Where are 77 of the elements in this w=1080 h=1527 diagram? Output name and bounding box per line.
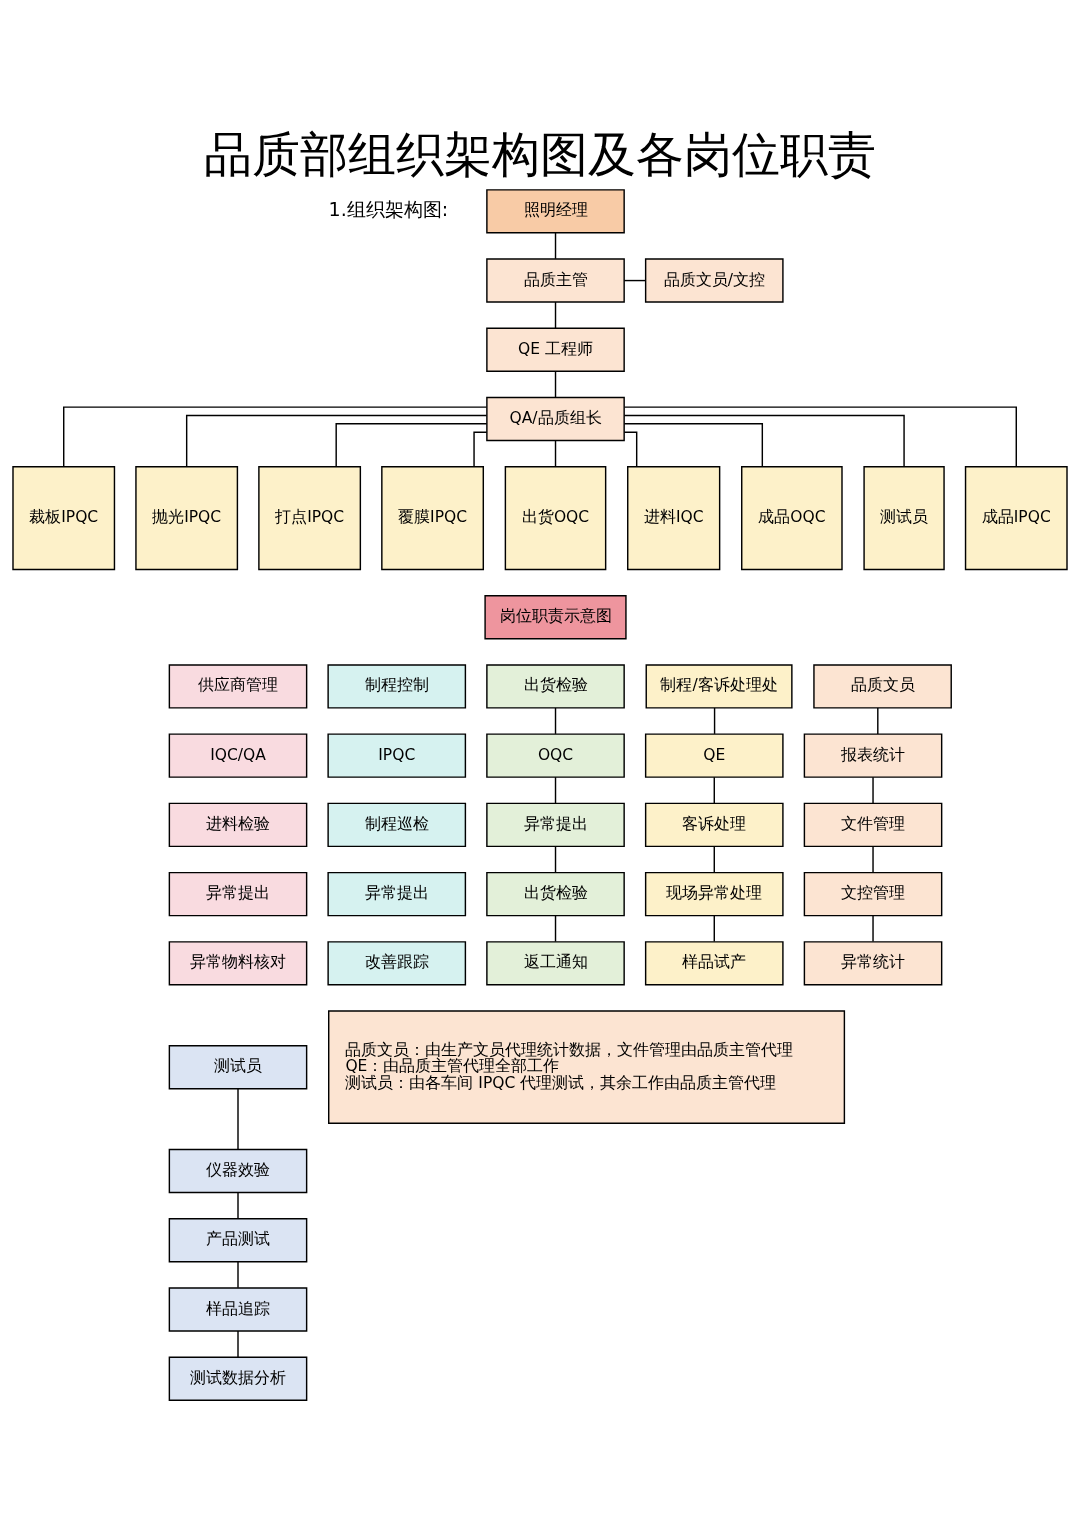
connector bbox=[713, 706, 716, 735]
connector bbox=[713, 845, 715, 873]
node-box: 异常物料核对 bbox=[168, 940, 308, 986]
node-box: 样品追踪 bbox=[168, 1286, 308, 1332]
node-box: 品质主管 bbox=[486, 257, 625, 303]
node-box: 客诉处理 bbox=[644, 802, 784, 847]
node-box: 照明经理 bbox=[486, 188, 625, 234]
label: 1.组织架构图: bbox=[328, 197, 449, 221]
node-box: 覆膜IPQC bbox=[381, 465, 484, 570]
node-box: QA/品质组长 bbox=[486, 396, 625, 441]
connector bbox=[872, 775, 874, 804]
connector bbox=[63, 405, 488, 467]
node-box: 报表统计 bbox=[803, 732, 943, 778]
node-box: 品质文员：由生产文员代理统计数据，文件管理由品质主管代理 QE：由品质主管代理全部工作 测试员：由各车间 IPQC 代理测试，其余工作由品质主管代理 bbox=[328, 1009, 846, 1124]
node-box: 样品试产 bbox=[644, 940, 784, 986]
node-box: 返工通知 bbox=[486, 940, 625, 986]
node-box: 文控管理 bbox=[803, 871, 943, 916]
node-box: 制程巡检 bbox=[327, 802, 467, 847]
connector bbox=[554, 914, 557, 942]
node-box: 产品测试 bbox=[168, 1217, 308, 1262]
node-box: 成品OQC bbox=[741, 465, 843, 570]
node-box: 品质文员/文控 bbox=[644, 257, 784, 303]
node-box: 供应商管理 bbox=[168, 663, 308, 709]
node-box: 异常提出 bbox=[327, 871, 467, 916]
node-box: 异常提出 bbox=[168, 871, 308, 916]
connector bbox=[237, 1329, 239, 1358]
connector bbox=[623, 405, 1017, 467]
node-box: 现场异常处理 bbox=[644, 871, 784, 916]
node-box: 测试员 bbox=[168, 1044, 308, 1089]
connector bbox=[473, 430, 488, 467]
connector bbox=[623, 414, 905, 467]
connector bbox=[877, 706, 879, 735]
node-box: 出货检验 bbox=[486, 871, 625, 916]
connector bbox=[554, 300, 557, 329]
connector bbox=[237, 1191, 239, 1219]
node-box: 文件管理 bbox=[803, 802, 943, 847]
connector bbox=[623, 422, 764, 467]
connector bbox=[872, 914, 874, 942]
connector bbox=[554, 706, 557, 735]
node-box: 打点IPQC bbox=[258, 465, 362, 570]
connector bbox=[335, 422, 488, 467]
connector bbox=[713, 775, 715, 804]
node-box: 成品IPQC bbox=[964, 465, 1068, 570]
node-box: 品质文员 bbox=[813, 663, 952, 709]
connector bbox=[623, 430, 638, 467]
connector bbox=[554, 775, 557, 804]
node-box: IPQC bbox=[327, 732, 467, 778]
node-box: QE bbox=[644, 732, 784, 778]
node-box: 岗位职责示意图 bbox=[484, 594, 627, 639]
connector bbox=[185, 414, 488, 467]
connector bbox=[237, 1260, 239, 1288]
connector bbox=[237, 1087, 239, 1150]
node-box: IQC/QA bbox=[168, 732, 308, 778]
node-box: 测试数据分析 bbox=[168, 1356, 308, 1401]
node-box: 制程/客诉处理处 bbox=[645, 663, 793, 709]
node-box: QE 工程师 bbox=[486, 327, 625, 372]
connector bbox=[713, 914, 715, 942]
connector bbox=[554, 439, 557, 467]
node-box: 裁板IPQC bbox=[12, 465, 116, 570]
node-box: 进料IQC bbox=[627, 465, 721, 570]
connector bbox=[623, 279, 647, 281]
connector bbox=[554, 845, 557, 873]
node-box: OQC bbox=[486, 732, 625, 778]
node-box: 异常提出 bbox=[486, 802, 625, 847]
node-box: 异常统计 bbox=[803, 940, 943, 986]
node-box: 仪器效验 bbox=[168, 1148, 308, 1193]
node-box: 抛光IPQC bbox=[135, 465, 239, 570]
node-box: 出货检验 bbox=[486, 663, 625, 709]
node-box: 出货OQC bbox=[504, 465, 607, 570]
node-box: 测试员 bbox=[863, 465, 945, 570]
connector bbox=[554, 231, 557, 260]
diagram-title: 品质部组织架构图及各岗位职责 bbox=[204, 126, 876, 182]
node-box: 制程控制 bbox=[327, 663, 467, 709]
connector bbox=[554, 370, 557, 398]
node-box: 改善跟踪 bbox=[327, 940, 467, 986]
connector bbox=[872, 845, 874, 873]
node-box: 进料检验 bbox=[168, 802, 308, 847]
